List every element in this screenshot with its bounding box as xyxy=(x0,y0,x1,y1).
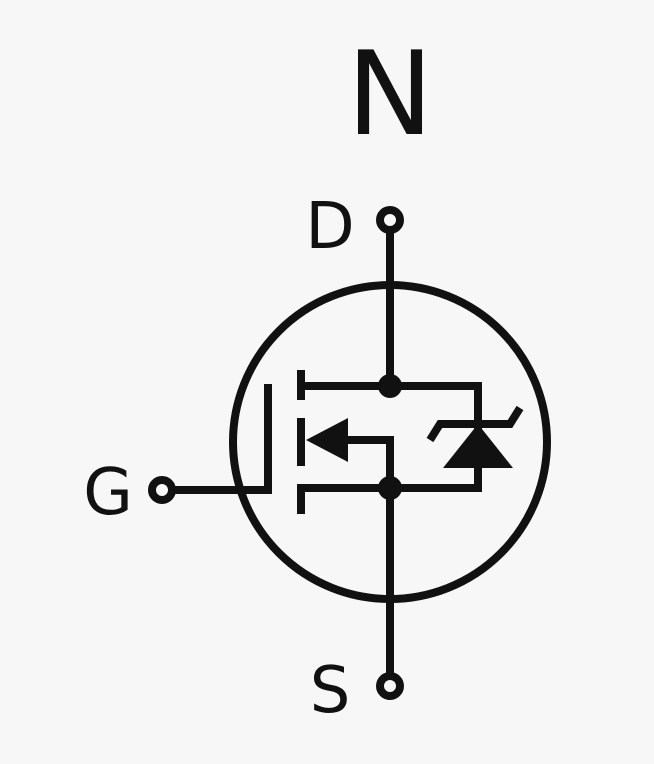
gate-label: G xyxy=(83,456,133,530)
body-diode-triangle-icon xyxy=(443,424,513,468)
drain-terminal-dot xyxy=(376,206,404,234)
body-connection xyxy=(340,436,394,488)
diode-cathode-bar xyxy=(426,405,524,443)
source-junction-dot xyxy=(378,476,402,500)
source-terminal-dot xyxy=(376,672,404,700)
drain-junction-dot xyxy=(378,374,402,398)
channel-type-label: N xyxy=(347,27,434,162)
source-label: S xyxy=(310,654,351,728)
channel-arrow-icon xyxy=(306,418,348,462)
drain-label: D xyxy=(305,190,354,264)
gate-terminal-dot xyxy=(148,476,176,504)
gate-lead xyxy=(172,384,272,494)
